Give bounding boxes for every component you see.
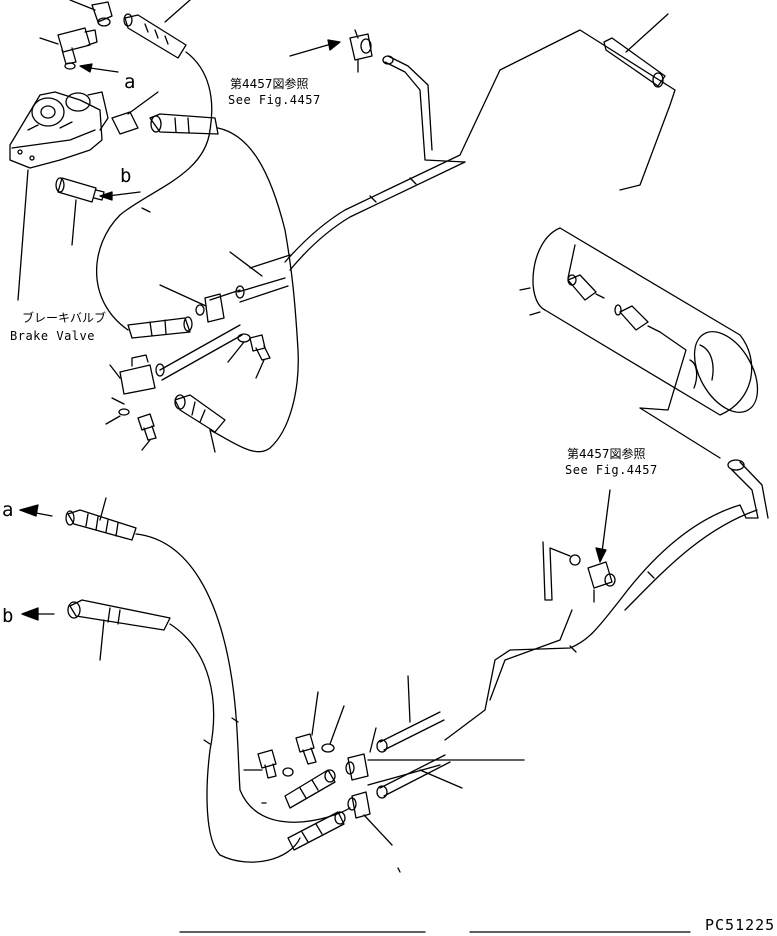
bolt-lower xyxy=(138,414,156,450)
junction-block-upper xyxy=(160,285,244,322)
hose-b xyxy=(68,600,300,862)
hose-bottom-lower xyxy=(288,812,345,850)
hose-mid-upper xyxy=(150,114,298,452)
callout-a-left: a xyxy=(2,499,13,521)
drawing-code: PC51225 xyxy=(705,916,775,934)
ref-top-en: See Fig.4457 xyxy=(228,93,321,107)
air-tank xyxy=(520,228,771,423)
elbow-fitting-mid xyxy=(112,92,158,134)
ref-top-jp: 第4457図参照 xyxy=(230,76,309,91)
bolt-upper xyxy=(250,335,270,378)
junction-block-bottom-1 xyxy=(346,728,524,780)
ref-fitting-bottom xyxy=(588,562,615,602)
callout-b-top: b xyxy=(120,165,131,187)
bolt-bottom-1 xyxy=(296,692,318,764)
ref-right-jp: 第4457図参照 xyxy=(567,446,646,461)
brake-valve-label-en: Brake Valve xyxy=(10,329,95,343)
junction-block-bottom-2 xyxy=(348,792,400,872)
tee-fitting-top xyxy=(40,28,97,69)
hose-lower-left xyxy=(128,317,192,338)
tank-fitting-1 xyxy=(568,245,604,300)
callout-a-top: a xyxy=(124,71,135,93)
elbow-fitting-top xyxy=(70,0,112,26)
tank-fitting-2 xyxy=(615,305,686,410)
hose-a xyxy=(66,498,350,822)
hose-lower-bottom xyxy=(175,395,225,452)
ref-fitting-top xyxy=(350,30,372,72)
brake-valve xyxy=(10,92,108,168)
port-fitting-b xyxy=(56,178,104,245)
brake-valve-label-jp: ブレーキバルブ xyxy=(22,310,106,325)
junction-block-lower xyxy=(110,355,164,404)
hose-bottom-upper xyxy=(262,770,335,808)
bolt-bottom-2 xyxy=(244,750,276,778)
hose-top-left xyxy=(124,0,212,130)
hose-top-right xyxy=(604,14,668,87)
ref-right-en: See Fig.4457 xyxy=(565,463,658,477)
callout-b-left: b xyxy=(2,605,13,627)
